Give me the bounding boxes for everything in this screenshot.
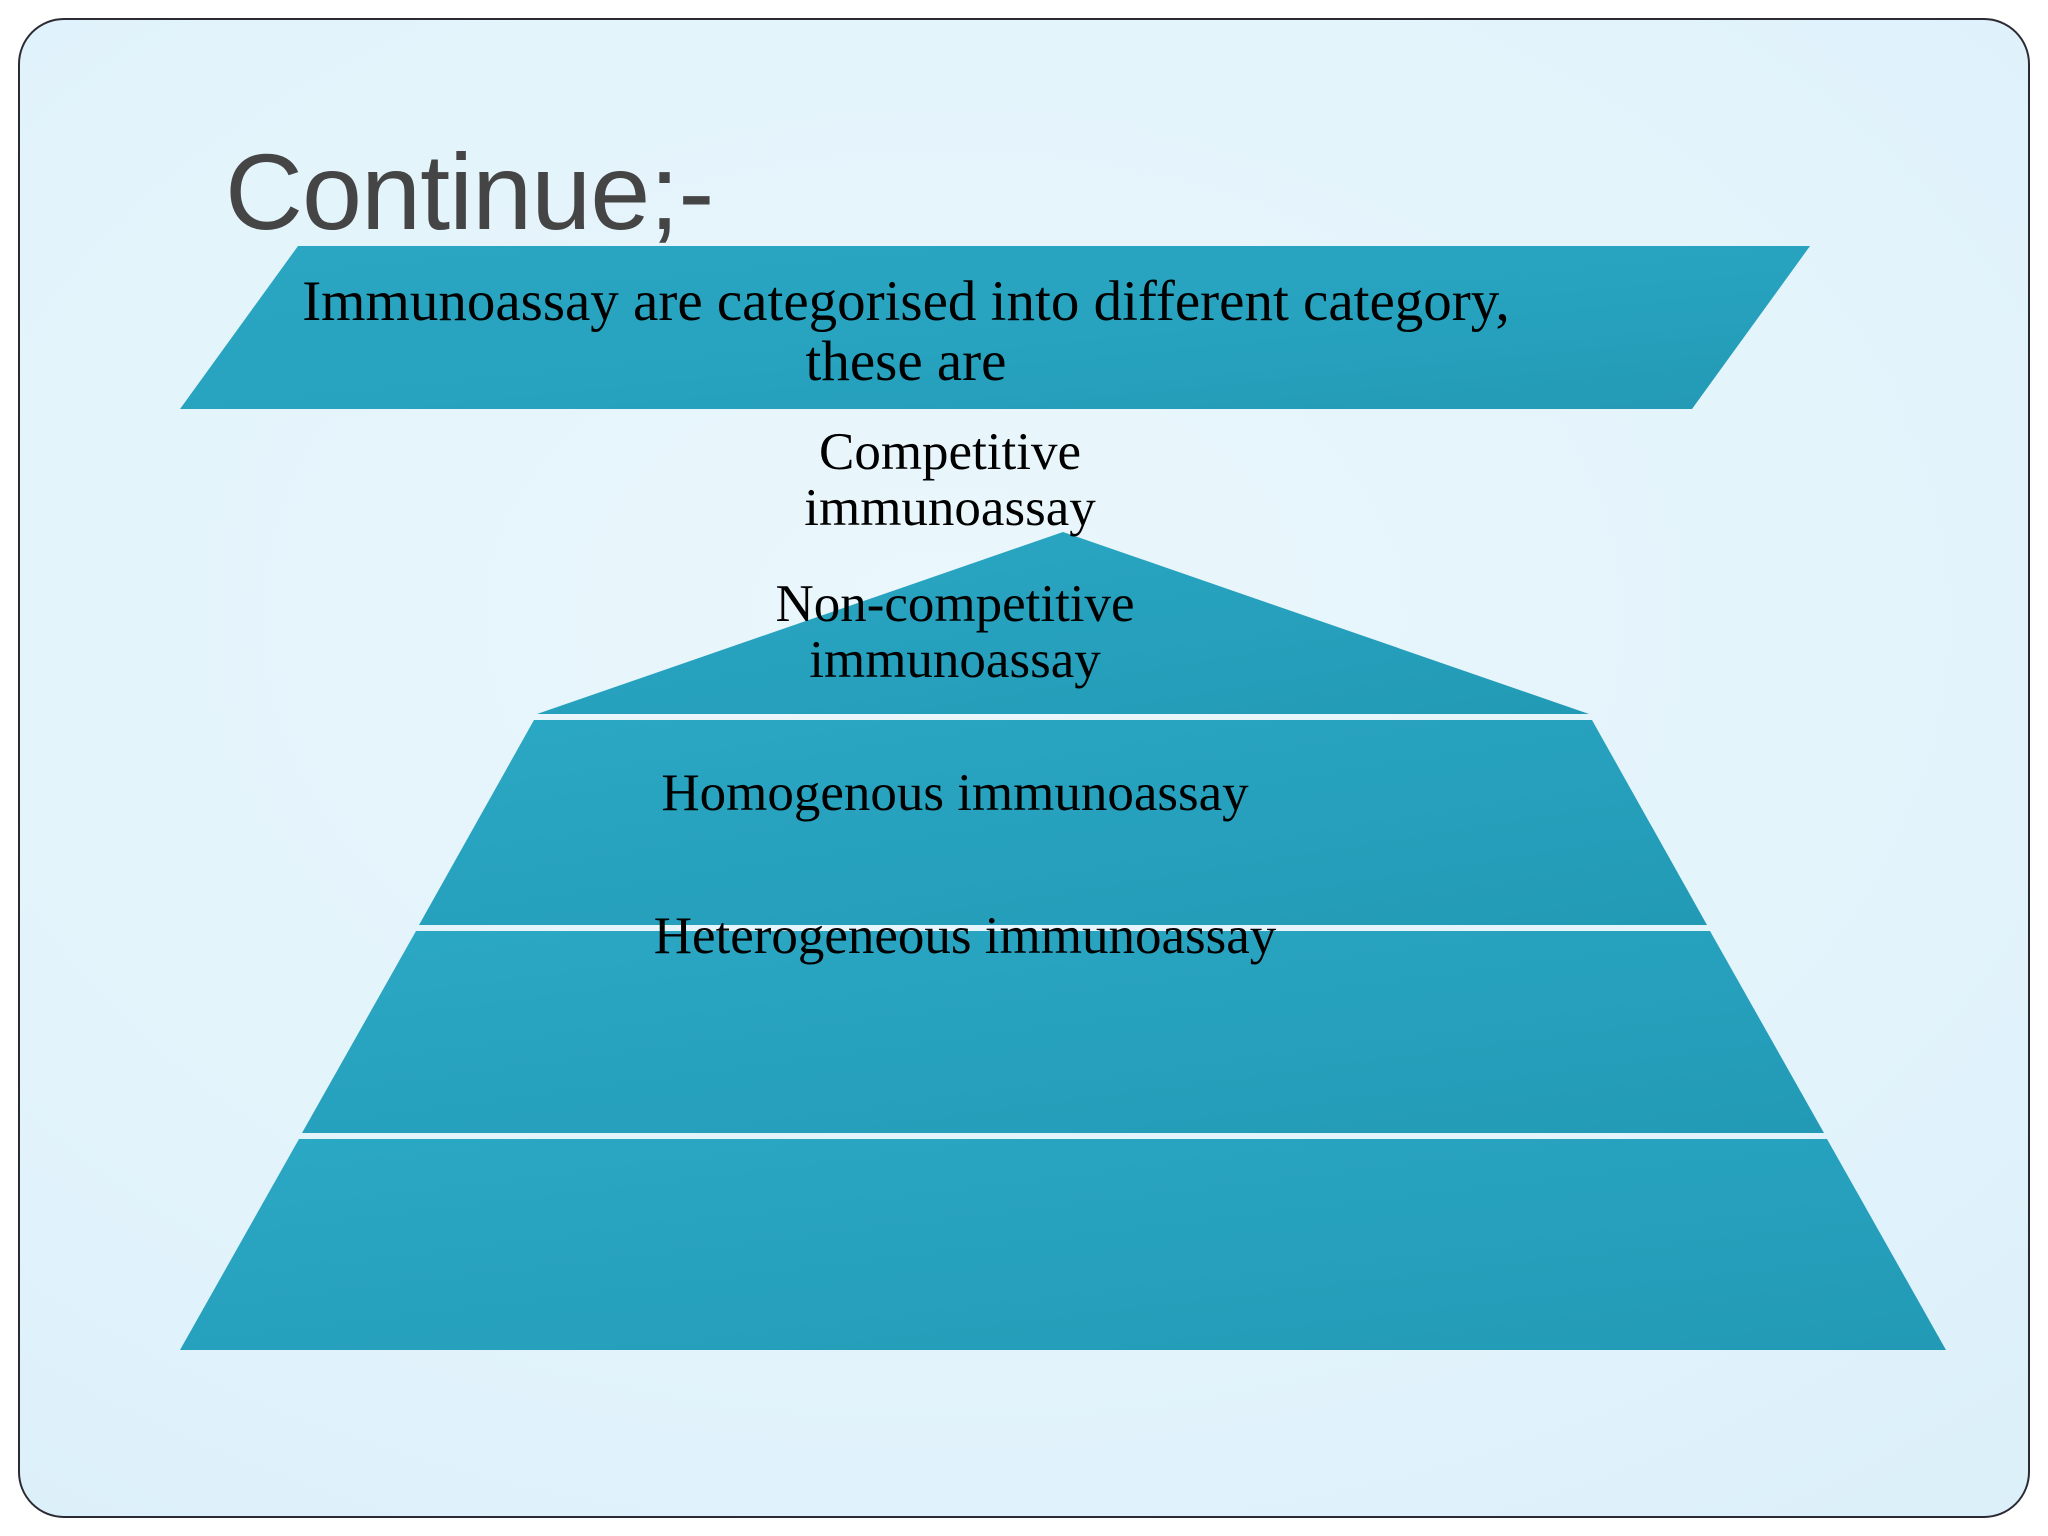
pyramid-tier-4 bbox=[180, 1139, 1946, 1350]
pyramid-tier-1 bbox=[537, 532, 1589, 714]
pyramid-tier-3 bbox=[302, 931, 1824, 1133]
pyramid-tier-2-label: Non-competitive immunoassay bbox=[775, 575, 1135, 690]
banner-label: Immunoassay are categorised into differe… bbox=[302, 270, 1510, 394]
pyramid-tier-4-label: Heterogeneous immunoassay bbox=[653, 907, 1277, 965]
page-title: Continue;- bbox=[225, 131, 714, 252]
pyramid-tier-1-label: Competitive immunoassay bbox=[804, 423, 1096, 538]
slide-canvas: Continue;- Immunoassay are categorised i… bbox=[18, 18, 2030, 1518]
pyramid-tier-3-label: Homogenous immunoassay bbox=[661, 764, 1249, 822]
banner-parallelogram bbox=[180, 246, 1810, 409]
diagram-graphics bbox=[180, 246, 1946, 1350]
pyramid-tier-2 bbox=[419, 720, 1707, 925]
